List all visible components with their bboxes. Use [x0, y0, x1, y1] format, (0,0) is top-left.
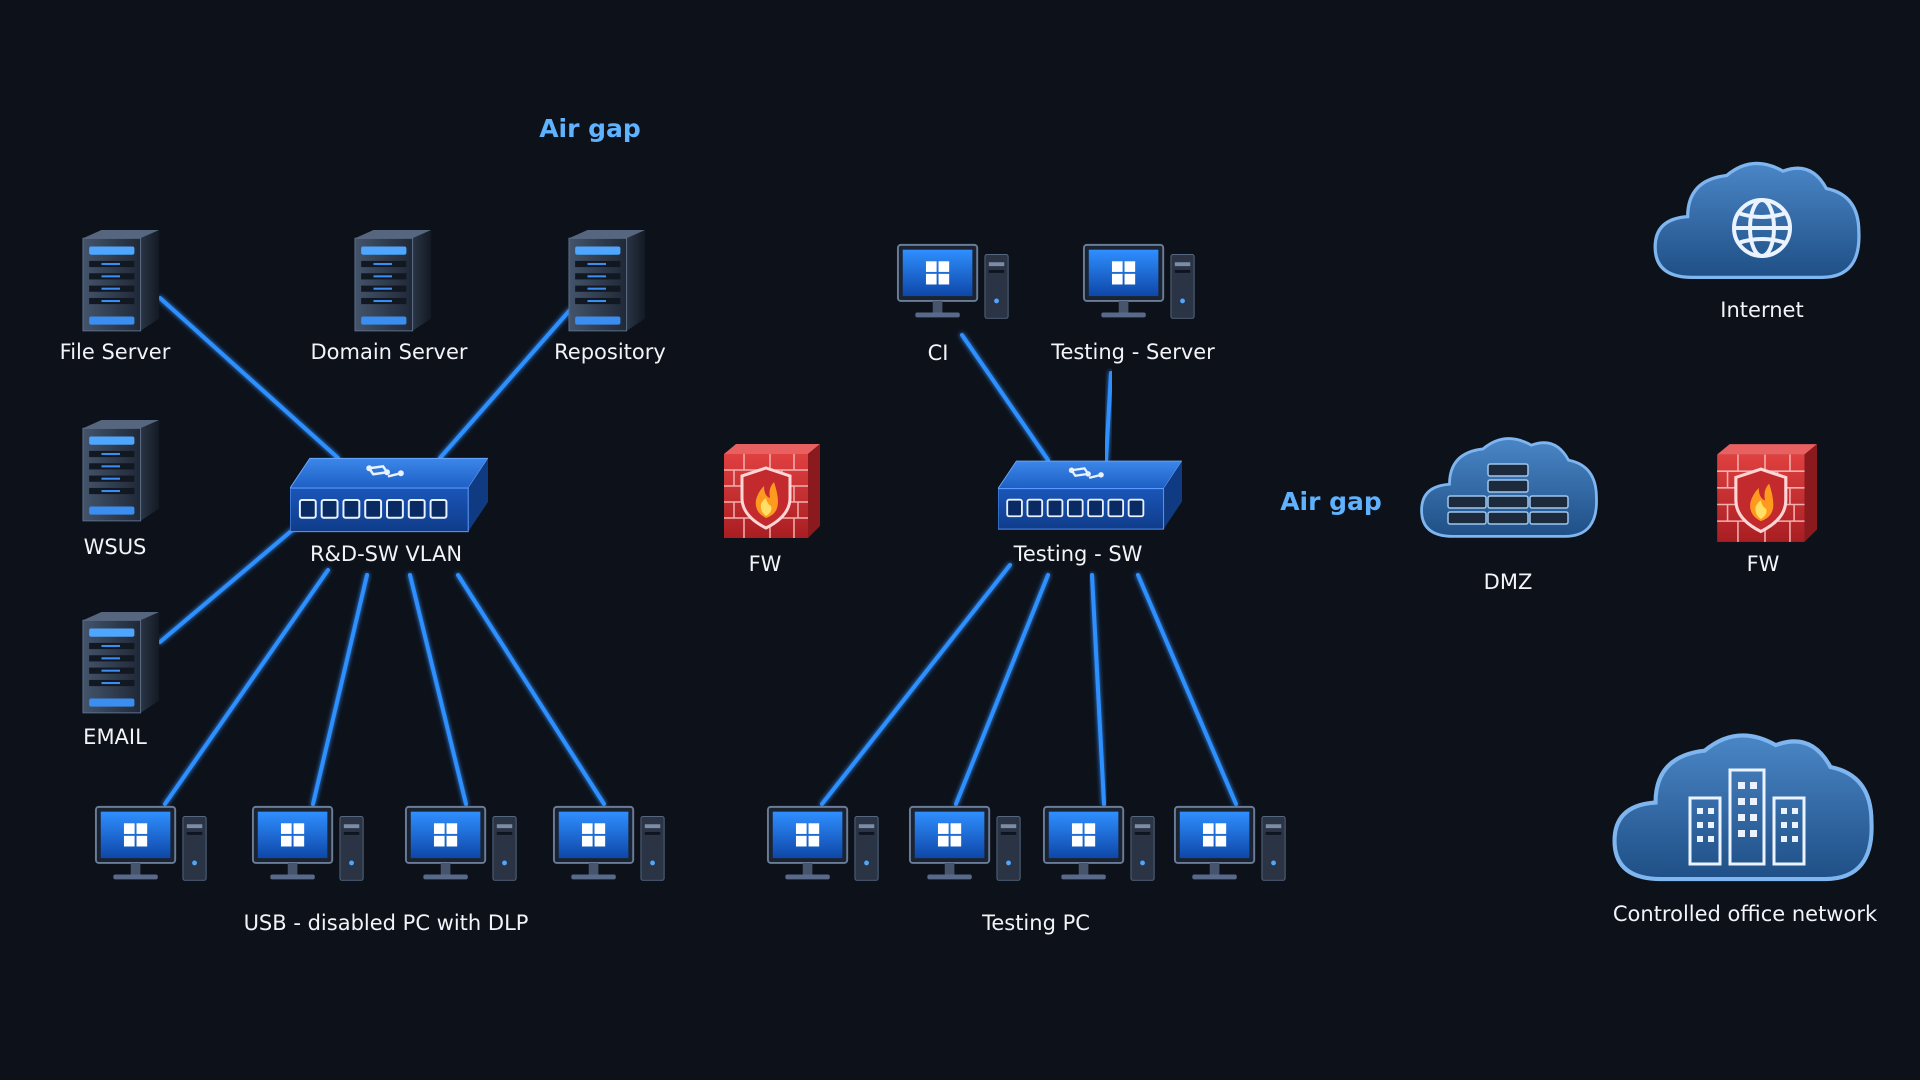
windows-pc-icon[interactable]	[908, 805, 1022, 882]
ci-label: CI	[928, 341, 949, 365]
firewall-icon	[722, 442, 820, 540]
server-icon	[568, 229, 646, 332]
link-testing-server	[1104, 371, 1113, 462]
link-testing-pc-3	[1090, 573, 1106, 806]
link-testing-pc-2	[954, 573, 1050, 806]
internet-cloud[interactable]: Internet	[1653, 161, 1861, 322]
network-switch-icon	[998, 459, 1182, 531]
rd-switch-label: R&D-SW VLAN	[310, 542, 462, 566]
testing-pc-group-label: Testing PC	[981, 911, 1090, 935]
ci-server[interactable]: CI	[896, 243, 1010, 365]
testing-switch-label: Testing - SW	[1013, 542, 1143, 566]
link-testing-pc-1	[820, 563, 1012, 806]
office-network-label: Controlled office network	[1613, 902, 1878, 926]
globe-icon	[1732, 198, 1792, 258]
dmz-label: DMZ	[1484, 570, 1533, 594]
firewall-inner-label: FW	[749, 552, 782, 576]
link-ci	[960, 333, 1050, 462]
server-icon	[82, 419, 160, 522]
wsus-server[interactable]: WSUS	[82, 419, 160, 559]
link-usb-pc-4	[456, 573, 606, 806]
link-testing-pc-4	[1136, 573, 1238, 806]
firewall-outer[interactable]: FW	[1715, 442, 1819, 576]
connection-lines	[158, 296, 1766, 806]
repository-server[interactable]: Repository	[554, 229, 666, 364]
link-usb-pc-3	[408, 573, 468, 806]
windows-pc-icon[interactable]	[552, 805, 666, 882]
windows-pc-icon	[896, 243, 1010, 320]
wsus-label: WSUS	[84, 535, 147, 559]
link-usb-pc-1	[163, 568, 330, 806]
windows-pc-icon[interactable]	[404, 805, 518, 882]
windows-pc-icon[interactable]	[1173, 805, 1287, 882]
rd-switch[interactable]: R&D-SW VLAN	[290, 457, 488, 566]
office-buildings-icon	[1688, 768, 1806, 866]
cloud-icon	[1615, 735, 1872, 879]
windows-pc-icon[interactable]	[251, 805, 365, 882]
testing-switch[interactable]: Testing - SW	[998, 459, 1182, 566]
firewall-inner[interactable]: FW	[722, 442, 820, 576]
email-server[interactable]: EMAIL	[82, 611, 160, 749]
server-icon	[82, 229, 160, 332]
domain-server-label: Domain Server	[310, 340, 467, 364]
file-server[interactable]: File Server	[60, 229, 171, 364]
firewall-outer-label: FW	[1747, 552, 1780, 576]
domain-server[interactable]: Domain Server	[310, 229, 468, 364]
air-gap-label-side: Air gap	[1280, 487, 1382, 516]
firewall-icon	[1715, 442, 1819, 544]
cloud-icon	[1653, 161, 1861, 279]
air-gap-label-top: Air gap	[539, 114, 641, 143]
link-file-server	[158, 296, 340, 460]
email-label: EMAIL	[83, 725, 147, 749]
server-icon	[82, 611, 160, 714]
windows-pc-icon[interactable]	[1042, 805, 1156, 882]
office-network-cloud[interactable]: Controlled office network	[1613, 735, 1878, 926]
link-repository	[438, 308, 572, 460]
testing-server-label: Testing - Server	[1050, 340, 1215, 364]
windows-pc-icon[interactable]	[94, 805, 208, 882]
windows-pc-icon[interactable]	[766, 805, 880, 882]
network-switch-icon	[290, 457, 488, 533]
server-rack-icon	[1447, 463, 1569, 525]
link-email	[158, 525, 298, 644]
usb-pc-group-label: USB - disabled PC with DLP	[244, 911, 529, 935]
windows-pc-icon	[1082, 243, 1196, 320]
file-server-label: File Server	[60, 340, 171, 364]
link-usb-pc-2	[311, 573, 369, 806]
testing-server[interactable]: Testing - Server	[1050, 243, 1215, 364]
usb-pc-group: USB - disabled PC with DLP	[94, 805, 666, 935]
dmz-cloud[interactable]: DMZ	[1419, 437, 1599, 594]
testing-pc-group: Testing PC	[766, 805, 1287, 935]
server-icon	[354, 229, 432, 332]
internet-label: Internet	[1720, 298, 1803, 322]
repository-label: Repository	[554, 340, 666, 364]
